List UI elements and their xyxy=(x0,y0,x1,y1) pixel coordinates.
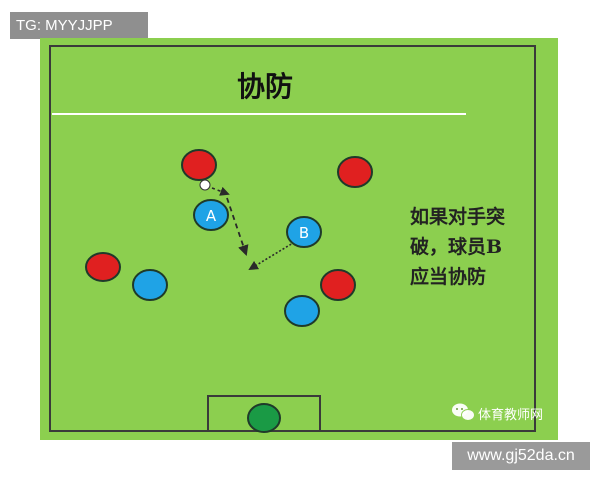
defender-players: A B xyxy=(132,199,322,327)
goal-area xyxy=(207,395,321,431)
caption-line-2: 破，球员B xyxy=(410,235,502,258)
attacker-top-right xyxy=(337,156,373,188)
wechat-brand-text: 体育教师网 xyxy=(478,407,543,423)
pass-arrow xyxy=(211,186,230,196)
attacker-left xyxy=(85,252,121,282)
soccer-pitch: 协防 如果对手突 破，球员B 应当协防 A B 体育教师网 xyxy=(40,38,558,440)
tg-watermark: TG: MYYJJPP xyxy=(10,12,148,39)
defender-a xyxy=(193,199,229,231)
caption-line-3: 应当协防 xyxy=(410,265,486,288)
caption-line-1: 如果对手突 xyxy=(410,205,505,228)
defender-b-label: B xyxy=(299,224,309,242)
defender-b xyxy=(286,216,322,248)
url-watermark: www.gj52da.cn xyxy=(452,442,590,470)
defender-left xyxy=(132,269,168,301)
attacker-players xyxy=(85,149,373,301)
defender-bottom xyxy=(284,295,320,327)
wechat-brand-watermark: 体育教师网 xyxy=(452,403,543,423)
pitch-boundary xyxy=(49,45,536,432)
defender-a-label: A xyxy=(206,207,217,225)
cover-run-arrow xyxy=(248,239,299,270)
wechat-icon xyxy=(452,403,475,421)
attacker-right xyxy=(320,269,356,301)
goalkeeper xyxy=(247,403,281,433)
diagram-title: 协防 xyxy=(237,70,293,103)
attacker-top-left xyxy=(181,149,217,181)
dribble-run-arrow xyxy=(226,197,249,257)
ball xyxy=(199,179,211,191)
